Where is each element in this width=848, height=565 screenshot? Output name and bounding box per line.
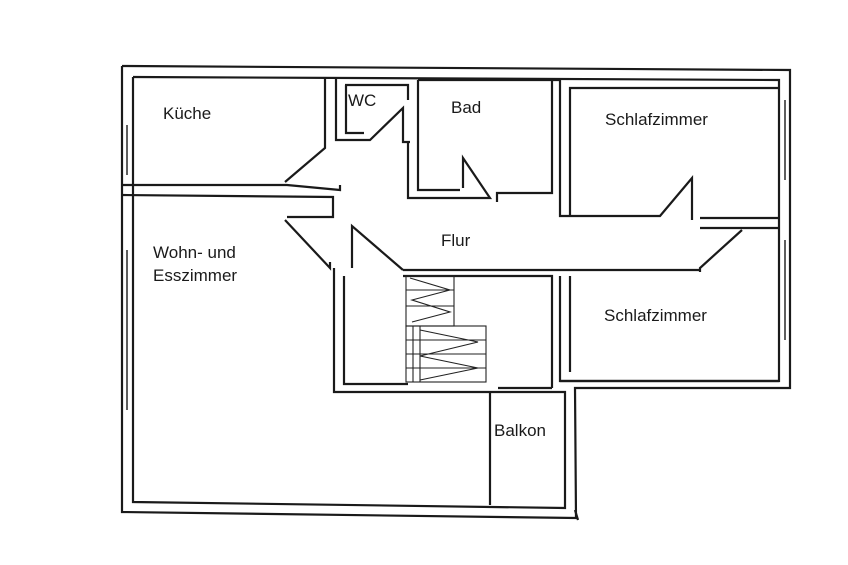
hall-walls — [284, 219, 552, 505]
room-label-hall: Flur — [441, 231, 471, 250]
bedroom-walls — [403, 216, 779, 388]
room-label-bedroom-lower: Schlafzimmer — [604, 306, 707, 325]
room-label-balcony: Balkon — [494, 421, 546, 440]
room-label-bathroom: Bad — [451, 98, 482, 117]
wc-walls — [334, 78, 410, 144]
staircase — [405, 275, 487, 383]
room-label-living-dining-line1: Wohn- und — [153, 243, 236, 262]
bathroom-walls — [406, 78, 779, 220]
kitchen-walls — [121, 78, 342, 219]
room-label-bedroom-upper: Schlafzimmer — [605, 110, 708, 129]
outer-walls — [120, 64, 792, 521]
room-label-wc: WC — [348, 91, 377, 110]
room-label-kitchen: Küche — [163, 104, 212, 123]
room-label-living-dining-line2: Esszimmer — [153, 266, 238, 285]
